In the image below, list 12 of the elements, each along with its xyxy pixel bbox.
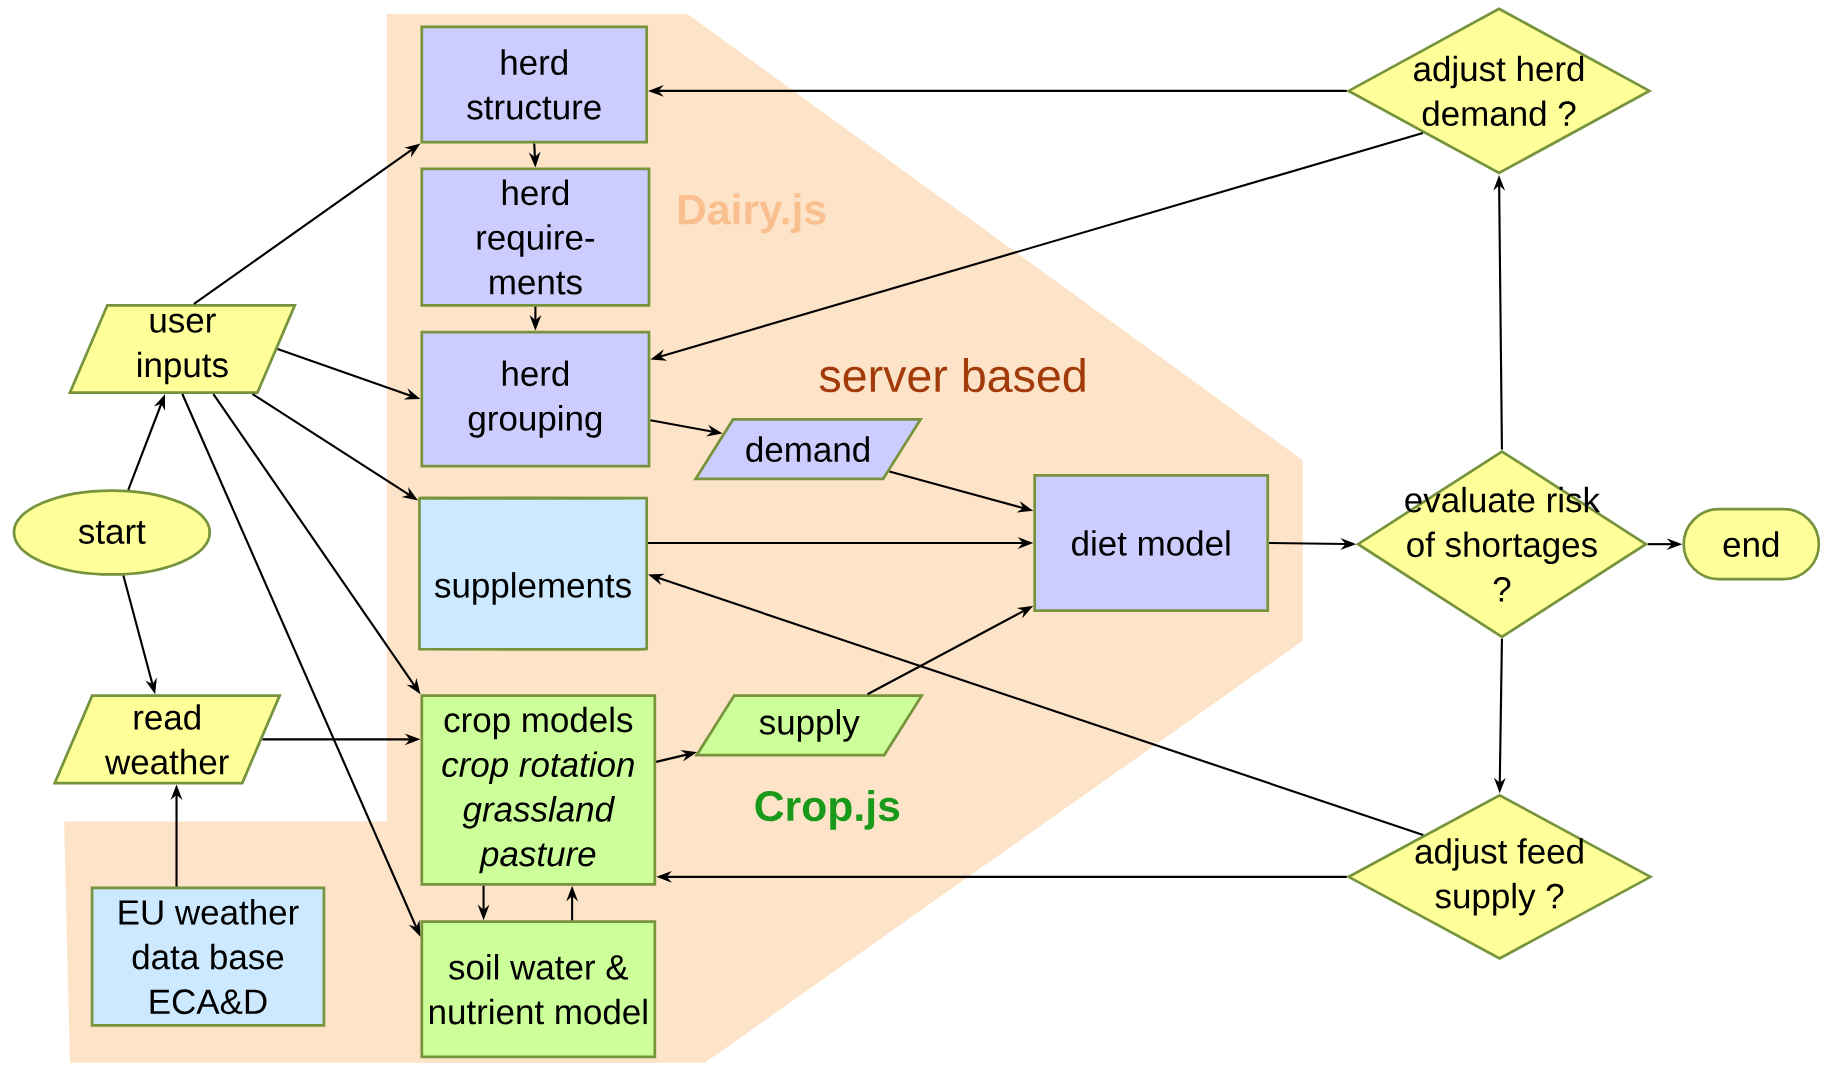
module-label: Crop.js bbox=[755, 789, 900, 830]
process-box: soil water & nutrient model bbox=[420, 920, 657, 1059]
region-label: server based bbox=[819, 358, 1085, 393]
process-box: crop models crop rotation grassland pasture bbox=[420, 694, 657, 886]
module-label: Dairy.js bbox=[678, 193, 826, 234]
process-box: herd grouping bbox=[420, 330, 651, 468]
process-box: diet model bbox=[1033, 474, 1270, 612]
process-box: herd structure bbox=[420, 25, 649, 144]
process-box: herd require- ments bbox=[420, 167, 651, 307]
end-terminal: end bbox=[1682, 507, 1821, 581]
database-cylinder: supplements bbox=[418, 496, 649, 651]
process-box: EU weather data base ECA&D bbox=[90, 886, 326, 1027]
